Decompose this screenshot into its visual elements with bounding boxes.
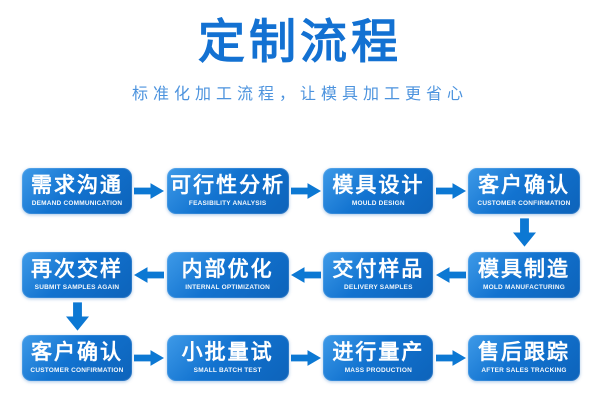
step-customer-confirmation-1: 客户确认 CUSTOMER CONFIRMATION [468,167,580,214]
step-label-en: FEASIBILITY ANALYSIS [188,199,267,207]
arrow-cell [289,168,324,214]
step-label-zh: 可行性分析 [170,173,286,197]
step-label-en: DELIVERY SAMPLES [344,283,413,291]
step-label-zh: 进行量产 [332,340,425,364]
step-label-zh: 模具设计 [332,173,425,197]
arrow-cell [433,168,468,214]
arrow-cell [132,168,167,214]
step-mold-manufacturing: 模具制造 MOLD MANUFACTURING [468,251,580,298]
step-mould-design: 模具设计 MOULD DESIGN [323,167,434,214]
arrow-down-icon [512,218,536,247]
step-label-zh: 模具制造 [478,257,570,281]
arrow-cell [289,335,324,381]
step-label-zh: 小批量试 [181,340,274,364]
step-label-en: DEMAND COMMUNICATION [31,199,123,207]
step-demand-communication: 需求沟通 DEMAND COMMUNICATION [22,167,132,214]
step-label-zh: 交付样品 [332,257,425,281]
arrow-right-icon [290,349,321,366]
page-subtitle: 标准化加工流程，让模具加工更省心 [131,86,468,104]
arrow-cell [289,252,324,298]
step-internal-optimization: 内部优化 INTERNAL OPTIMIZATION [166,251,289,298]
step-label-en: INTERNAL OPTIMIZATION [185,283,271,291]
arrow-right-icon [134,182,165,199]
step-label-en: MOLD MANUFACTURING [483,283,565,291]
step-after-sales-tracking: 售后跟踪 AFTER SALES TRACKING [468,334,580,381]
step-small-batch-test: 小批量试 SMALL BATCH TEST [166,334,289,381]
step-label-en: SUBMIT SAMPLES AGAIN [34,283,120,291]
step-label-zh: 客户确认 [31,340,123,364]
step-label-zh: 内部优化 [181,257,274,281]
step-customer-confirmation-2: 客户确认 CUSTOMER CONFIRMATION [22,334,132,381]
arrow-right-icon [435,349,466,366]
arrow-cell [132,252,167,298]
arrow-right-icon [134,349,165,366]
flow-row-3: 客户确认 CUSTOMER CONFIRMATION 小批量试 SMALL BA… [22,334,580,381]
arrow-right-icon [435,182,466,199]
arrow-cell [468,218,580,247]
flow-row-1: 需求沟通 DEMAND COMMUNICATION 可行性分析 FEASIBIL… [22,167,580,214]
arrow-down-icon [65,301,89,331]
step-label-en: CUSTOMER CONFIRMATION [30,366,124,374]
step-label-en: AFTER SALES TRACKING [481,366,567,374]
connector-row-2 [22,298,580,335]
page-title: 定制流程 [198,15,402,68]
step-label-zh: 需求沟通 [31,173,123,197]
arrow-right-icon [290,182,321,199]
step-label-en: CUSTOMER CONFIRMATION [477,199,571,207]
step-mass-production: 进行量产 MASS PRODUCTION [323,334,434,381]
step-label-zh: 售后跟踪 [478,340,570,364]
step-label-zh: 客户确认 [478,173,570,197]
arrow-cell [433,335,468,381]
step-label-en: MOULD DESIGN [351,199,405,207]
arrow-cell [22,301,132,331]
step-label-zh: 再次交样 [31,257,123,281]
arrow-cell [433,252,468,298]
step-delivery-samples: 交付样品 DELIVERY SAMPLES [323,251,434,298]
flow-row-2: 再次交样 SUBMIT SAMPLES AGAIN 内部优化 INTERNAL … [22,251,580,298]
step-submit-samples-again: 再次交样 SUBMIT SAMPLES AGAIN [22,251,132,298]
arrow-cell [132,335,167,381]
connector-row-1 [22,214,580,252]
arrow-left-icon [290,266,321,283]
step-feasibility-analysis: 可行性分析 FEASIBILITY ANALYSIS [166,167,289,214]
step-label-en: MASS PRODUCTION [344,366,412,374]
step-label-en: SMALL BATCH TEST [193,366,262,374]
arrow-left-icon [435,266,466,283]
flowchart: 需求沟通 DEMAND COMMUNICATION 可行性分析 FEASIBIL… [0,167,600,381]
arrow-left-icon [134,266,165,283]
